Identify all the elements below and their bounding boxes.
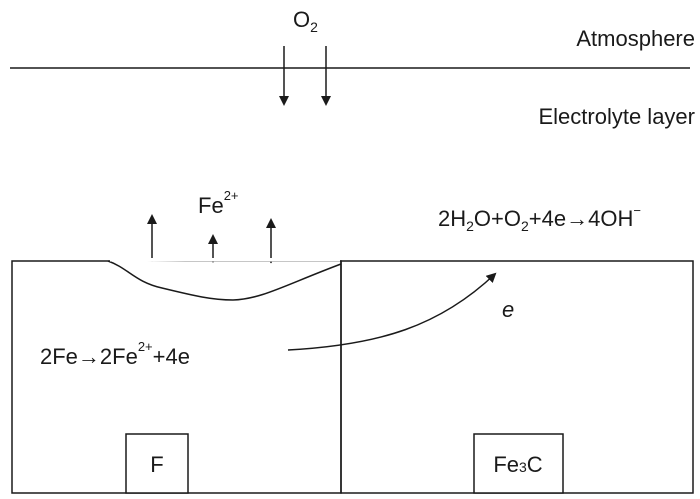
electron-flow-arrow bbox=[287, 272, 497, 351]
atmosphere-label: Atmosphere bbox=[576, 26, 695, 51]
oxygen-label: O2 bbox=[293, 7, 318, 35]
anode-reaction: 2Fe→2Fe2++4e bbox=[40, 339, 190, 369]
cementite-label: Fe3C bbox=[493, 452, 542, 477]
ferrite-label: F bbox=[150, 452, 163, 477]
electron-label: e bbox=[502, 297, 514, 322]
cementite-box bbox=[473, 433, 564, 494]
corrosion-pit-outline bbox=[107, 260, 342, 301]
cathode-reaction: 2H2O+O2+4e→4OH− bbox=[438, 203, 641, 234]
pit-surface-gap bbox=[110, 258, 340, 262]
electrolyte-layer-label: Electrolyte layer bbox=[538, 104, 695, 129]
ferrite-box bbox=[125, 433, 189, 494]
ferrous-ion-label: Fe2+ bbox=[198, 188, 239, 218]
